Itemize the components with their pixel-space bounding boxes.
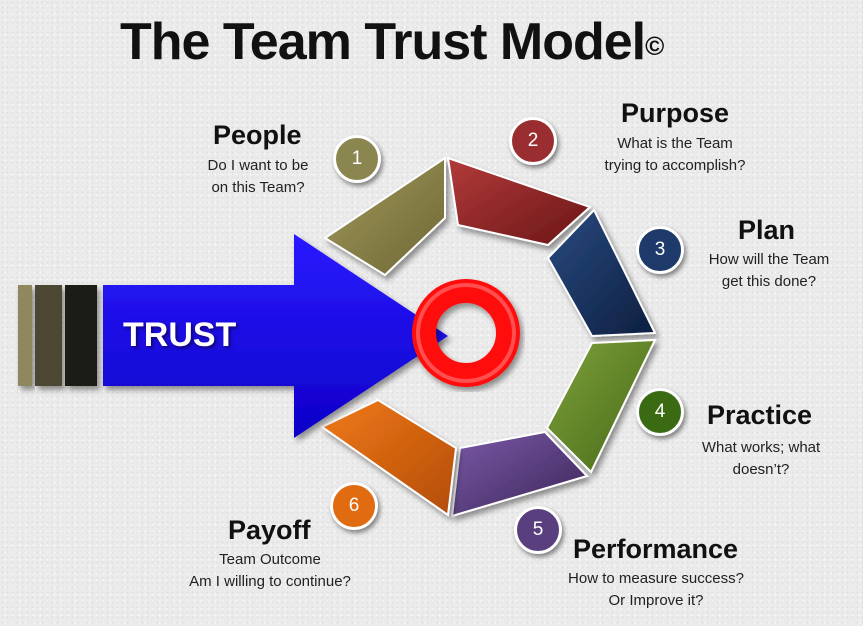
bar-3 (65, 285, 97, 386)
stage-2-description: What is the Team trying to accomplish? (585, 133, 765, 177)
stage-6-desc-line1: Team Outcome (219, 551, 321, 568)
segment-payoff (320, 398, 458, 517)
stage-3-title: Plan (738, 215, 796, 245)
segment-performance (450, 430, 589, 518)
stage-2-desc-line2: trying to accomplish? (604, 157, 746, 174)
segment-purpose (446, 156, 592, 247)
trust-arrow (103, 234, 448, 438)
stage-6-desc-line2: Am I willing to continue? (189, 573, 351, 590)
stage-5-circle: 5 (514, 506, 562, 554)
stage-3-description: How will the Team get this done? (693, 249, 845, 293)
page-title: The Team Trust Model© (120, 13, 664, 71)
center-ring (412, 279, 520, 387)
stage-1-desc-line1: Do I want to be (207, 157, 309, 174)
stage-4-circle: 4 (636, 388, 684, 436)
trust-arrow-label: TRUST (123, 316, 237, 354)
stage-2-desc-line1: What is the Team (617, 135, 733, 152)
segment-people (323, 156, 446, 277)
stage-5-title: Performance (573, 534, 739, 564)
stage-5-description: How to measure success? Or Improve it? (549, 568, 763, 612)
stage-4-description: What works; what doesn’t? (685, 437, 837, 481)
copyright-symbol: © (645, 31, 664, 61)
stage-1-title: People (213, 120, 302, 150)
stage-3-desc-line2: get this done? (721, 273, 817, 290)
stage-2-title: Purpose (621, 98, 730, 128)
stage-6-circle: 6 (330, 482, 378, 530)
stage-5-desc-line2: Or Improve it? (608, 592, 704, 609)
stage-4-title: Practice (707, 400, 813, 430)
bar-2 (35, 285, 62, 386)
stage-4-desc-line1: What works; what (701, 439, 821, 456)
stage-1-circle: 1 (333, 135, 381, 183)
stage-6-description: Team Outcome Am I willing to continue? (163, 549, 377, 593)
segment-practice (545, 338, 657, 474)
stage-5-desc-line1: How to measure success? (568, 570, 744, 587)
stage-6-title: Payoff (228, 515, 311, 545)
center-ring-highlight (416, 283, 516, 383)
bar-1 (18, 285, 32, 386)
stage-3-circle: 3 (636, 226, 684, 274)
stage-3-desc-line1: How will the Team (708, 251, 830, 268)
segment-plan (546, 208, 657, 338)
stage-2-circle: 2 (509, 117, 557, 165)
stage-4-desc-line2: doesn’t? (732, 461, 790, 478)
stage-1-desc-line2: on this Team? (211, 179, 305, 196)
stage-1-description: Do I want to be on this Team? (186, 155, 330, 199)
